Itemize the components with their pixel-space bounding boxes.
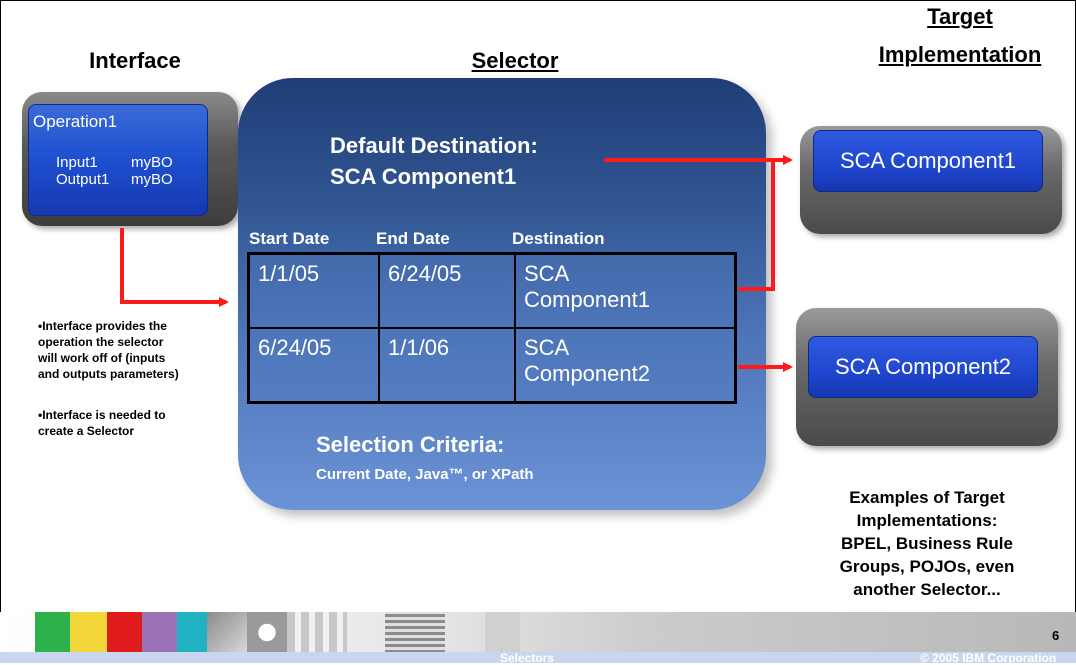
footer-photo-3 [287,612,347,653]
default-destination-label: Default Destination: [330,133,538,158]
target-component-2: SCA Component2 [808,336,1038,398]
selection-criteria-detail: Current Date, Java™, or XPath [316,466,534,483]
output-label: Output1 [56,171,110,188]
examples-line: Groups, POJOs, even [839,557,1015,576]
note1-line: will work off of (inputs [38,351,166,365]
output-type: myBO [131,171,173,188]
target-examples: Examples of Target Implementations: BPEL… [796,486,1058,601]
row2-end: 1/1/06 [378,327,516,404]
footer-photo-1 [207,612,247,653]
row2-start: 6/24/05 [247,327,380,404]
footer-teal-square [177,612,207,653]
target-heading-line2: Implementation [878,42,1042,67]
row2-dest-line2: Component2 [524,361,650,386]
note2-line: •Interface is needed to [38,408,166,422]
footer-photo-2 [247,612,287,653]
note1-line: and outputs parameters) [38,367,179,381]
footer-green-square [35,612,70,653]
default-destination-value: SCA Component1 [330,164,517,189]
page-number: 6 [1052,628,1060,643]
note2-line: create a Selector [38,424,135,438]
header-start-date: Start Date [249,229,330,248]
row1-dest-line2: Component1 [524,287,650,312]
selection-criteria-title: Selection Criteria: [316,432,505,457]
footer-title: Selectors [500,651,555,665]
footer-photo-4 [385,612,445,653]
interface-note-1: •Interface provides the operation the se… [38,318,179,382]
input-type: myBO [131,154,173,171]
footer-copyright: © 2005 IBM Corporation [920,651,1057,665]
interface-heading: Interface [89,48,181,73]
row1-end: 6/24/05 [378,252,516,329]
footer-purple-square [142,612,177,653]
row1-start: 1/1/05 [247,252,380,329]
row1-dest-line1: SCA [524,261,570,286]
input-label: Input1 [56,154,98,171]
selector-heading: Selector [471,48,559,73]
examples-line: BPEL, Business Rule [841,534,1013,553]
operation-name: Operation1 [33,112,118,131]
arrow-interface-to-selector [120,228,229,307]
target-heading-line1: Target [927,4,993,29]
header-destination: Destination [512,229,605,248]
footer-yellow-square [70,612,107,653]
note1-line: operation the selector [38,335,164,349]
arrow-row1-to-component1 [738,160,775,291]
header-end-date: End Date [376,229,450,248]
row2-dest-line1: SCA [524,335,570,360]
footer-red-square [107,612,142,653]
examples-line: another Selector... [853,580,1001,599]
examples-line: Implementations: [856,511,998,530]
footer-photo-5 [485,612,520,653]
footer-bar [0,652,1076,663]
note1-line: •Interface provides the [38,319,167,333]
interface-note-2: •Interface is needed to create a Selecto… [38,407,166,439]
examples-line: Examples of Target [849,488,1005,507]
interface-operation-panel [28,104,208,216]
target-component-1: SCA Component1 [813,130,1043,192]
